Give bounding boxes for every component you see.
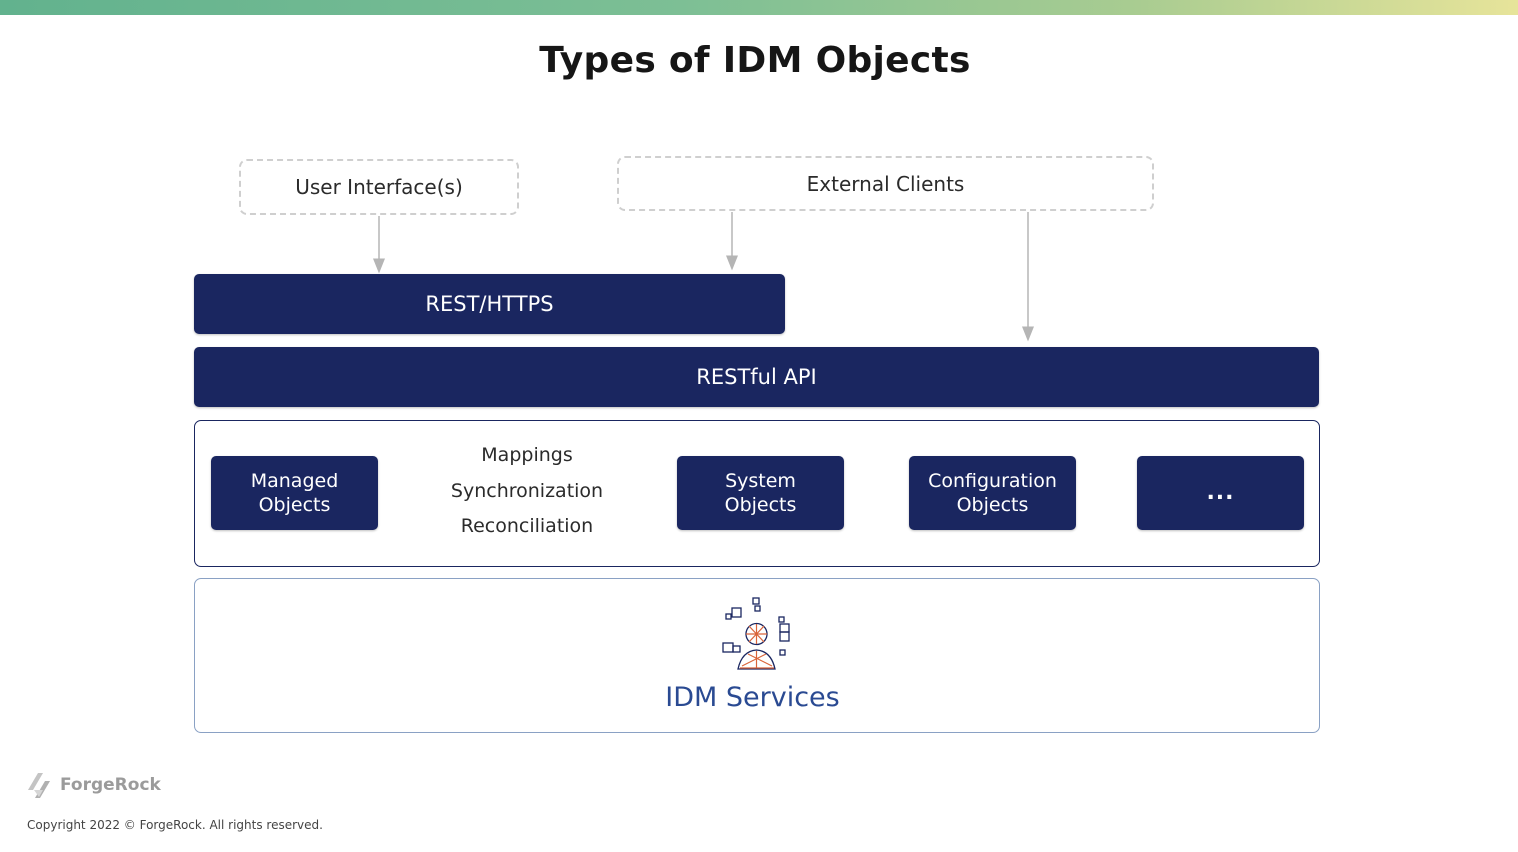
rest-https-bar: REST/HTTPS <box>194 274 785 334</box>
forgerock-logo: ForgeRock <box>26 770 161 800</box>
external-clients-box: External Clients <box>617 156 1154 211</box>
system-objects-box: System Objects <box>677 456 844 530</box>
services-people-icon <box>722 597 790 670</box>
managed-objects-line1: Managed <box>250 470 339 492</box>
user-interfaces-box: User Interface(s) <box>239 159 519 215</box>
managed-objects-line2: Objects <box>258 494 331 516</box>
more-objects-box: ... <box>1137 456 1304 530</box>
configuration-objects-box: Configuration Objects <box>909 456 1076 530</box>
user-interfaces-label: User Interface(s) <box>295 175 463 199</box>
configuration-objects-line1: Configuration <box>928 470 1057 492</box>
managed-objects-box: Managed Objects <box>211 456 378 530</box>
system-objects-line1: System <box>725 470 796 492</box>
restful-api-bar: RESTful API <box>194 347 1319 407</box>
slide-title: Types of IDM Objects <box>539 40 971 81</box>
system-objects-line2: Objects <box>724 494 797 516</box>
external-clients-label: External Clients <box>806 171 965 196</box>
reconciliation-label: Reconciliation <box>460 515 594 537</box>
forgerock-brand-text: ForgeRock <box>60 775 161 795</box>
more-objects-ellipsis: ... <box>1206 480 1235 505</box>
idm-services-label: IDM Services <box>665 682 840 713</box>
forgerock-logo-icon <box>28 773 50 798</box>
copyright-text: Copyright 2022 © ForgeRock. All rights r… <box>27 818 323 832</box>
mappings-label: Mappings <box>481 444 573 466</box>
top-gradient-bar <box>0 0 1518 15</box>
restful-api-label: RESTful API <box>696 365 817 389</box>
configuration-objects-line2: Objects <box>956 494 1029 516</box>
synchronization-label: Synchronization <box>450 480 604 502</box>
rest-https-label: REST/HTTPS <box>425 292 554 316</box>
